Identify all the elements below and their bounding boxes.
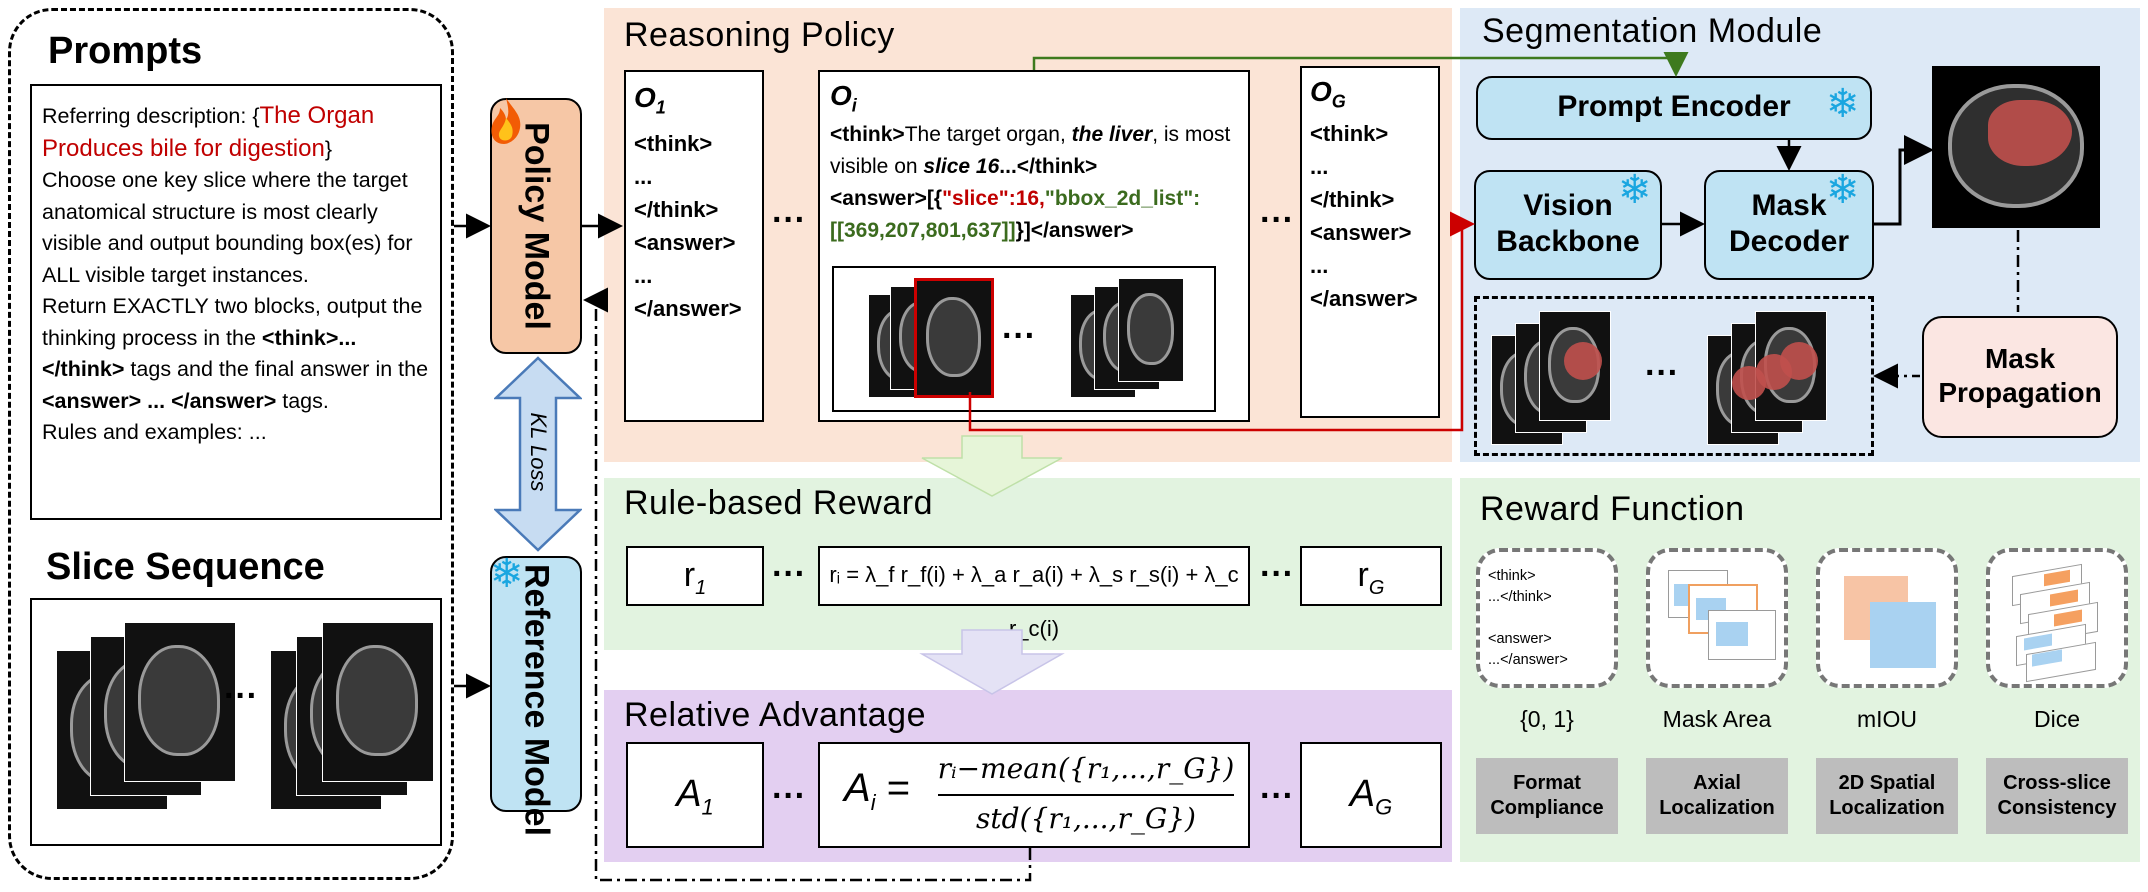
connector-arrows — [0, 0, 2148, 892]
